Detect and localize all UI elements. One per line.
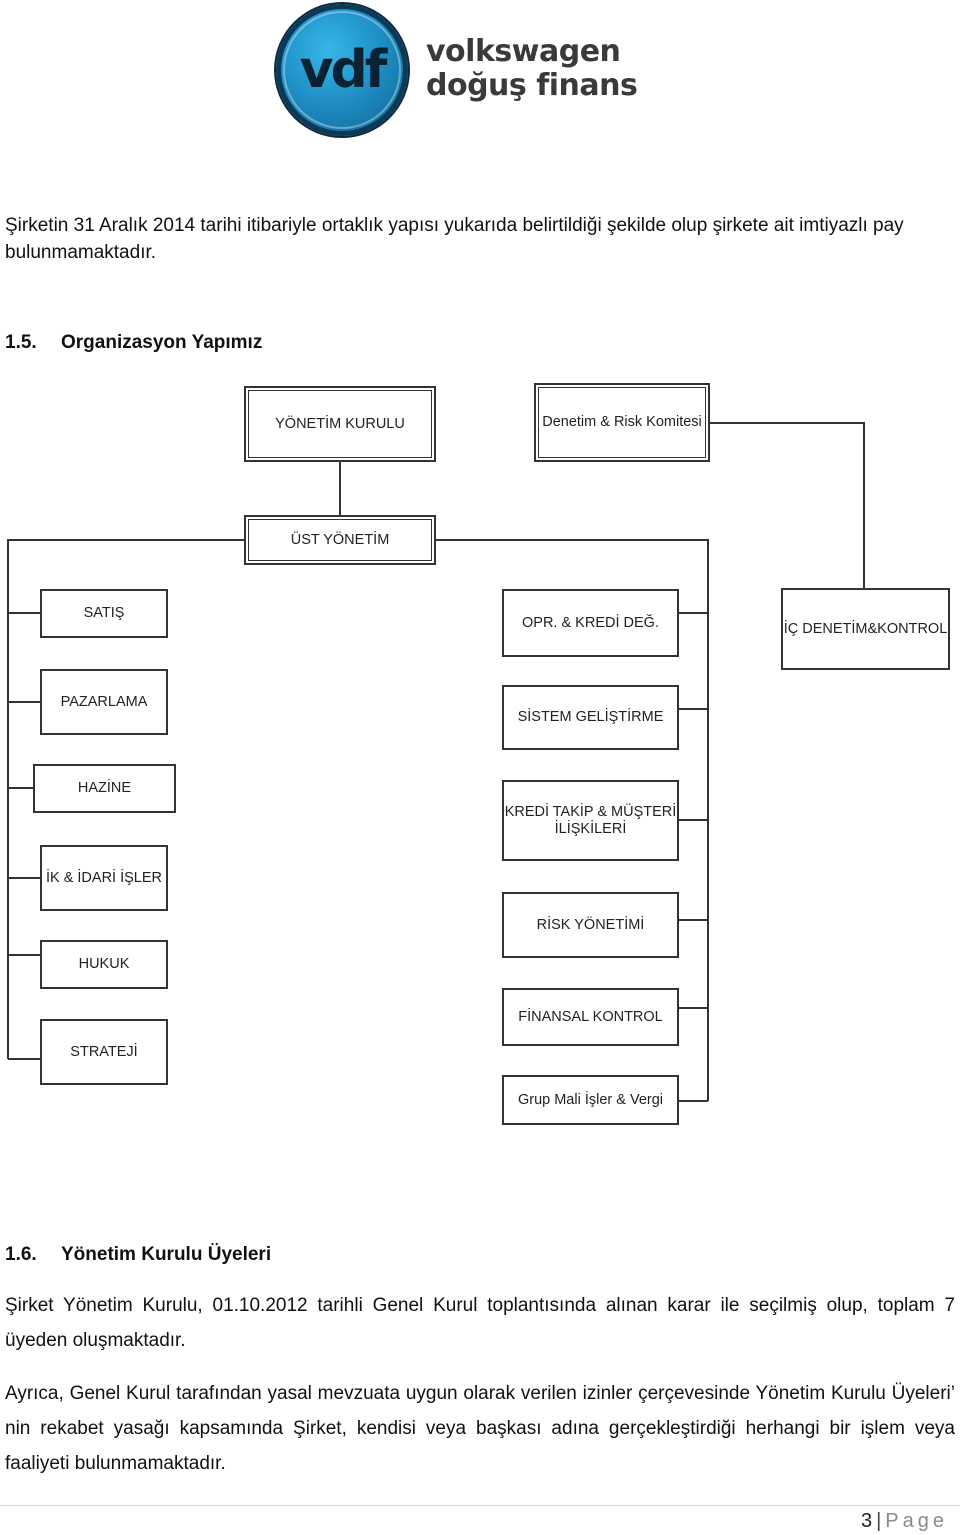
org-chart-connectors [7, 422, 865, 1102]
section-title: Organizasyon Yapımız [61, 332, 263, 353]
board-paragraph-2: Ayrıca, Genel Kurul tarafından yasal mev… [5, 1383, 955, 1474]
section-heading-1-6: 1.6. Yönetim Kurulu Üyeleri [5, 1244, 271, 1266]
logo-mark: vdf [299, 40, 388, 100]
page-label: Page [885, 1510, 948, 1532]
org-box-right-4: RİSK YÖNETİMİ [502, 892, 679, 958]
footer-separator: | [876, 1510, 882, 1532]
logo-wordmark-line2: doğuş finans [426, 68, 638, 103]
org-box-top-management: ÜST YÖNETİM [244, 515, 436, 565]
org-box-right-5: FİNANSAL KONTROL [502, 988, 679, 1046]
page-footer: 3|Page [861, 1510, 948, 1533]
org-box-left-2: PAZARLAMA [40, 669, 168, 735]
org-box-left-4: İK & İDARİ İŞLER [40, 845, 168, 911]
section-number: 1.6. [5, 1244, 37, 1265]
org-box-internal-audit: İÇ DENETİM&KONTROL [781, 588, 950, 670]
org-box-left-1: SATIŞ [40, 589, 168, 638]
board-paragraph-1: Şirket Yönetim Kurulu, 01.10.2012 tarihl… [5, 1295, 955, 1351]
org-box-left-3: HAZİNE [33, 764, 176, 813]
logo-wordmark-line1: volkswagen [426, 34, 621, 69]
section-number: 1.5. [5, 332, 37, 353]
section-heading-1-5: 1.5. Organizasyon Yapımız [5, 332, 262, 354]
org-box-right-6: Grup Mali İşler & Vergi [502, 1075, 679, 1125]
intro-paragraph: Şirketin 31 Aralık 2014 tarihi itibariyl… [5, 215, 904, 263]
page-number: 3 [860, 1510, 873, 1532]
org-box-left-5: HUKUK [40, 940, 168, 989]
org-box-left-6: STRATEJİ [40, 1019, 168, 1085]
footer-divider [0, 1505, 960, 1506]
org-box-right-1: OPR. & KREDİ DEĞ. [502, 589, 679, 657]
organization-chart: YÖNETİM KURULU Denetim & Risk Komitesi Ü… [0, 375, 960, 1135]
org-box-right-3: KREDİ TAKİP & MÜŞTERİ İLİŞKİLERİ [502, 780, 679, 861]
org-box-right-2: SİSTEM GELİŞTİRME [502, 685, 679, 750]
logo-badge: vdf [276, 4, 408, 136]
org-box-audit-committee: Denetim & Risk Komitesi [534, 383, 710, 462]
company-logo: vdf volkswagen doğuş finans [276, 4, 638, 136]
section-title: Yönetim Kurulu Üyeleri [61, 1244, 272, 1265]
org-box-board: YÖNETİM KURULU [244, 386, 436, 462]
